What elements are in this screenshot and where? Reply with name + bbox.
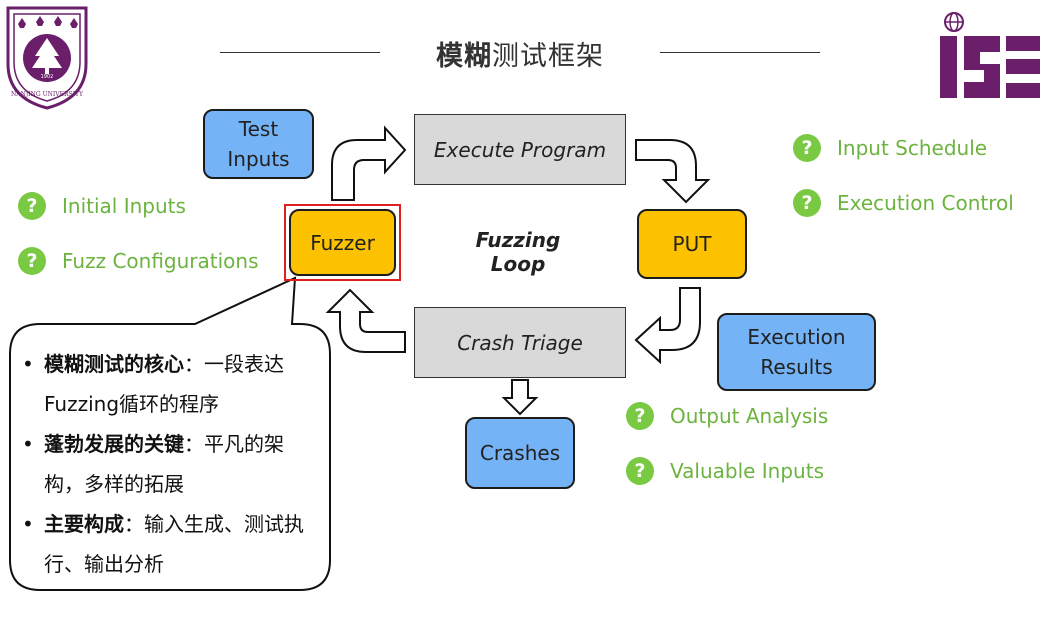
bubble-item-bold: 蓬勃发展的关键 (44, 432, 184, 456)
bullet-icon: • (22, 352, 34, 376)
crashes-box: Crashes (465, 417, 575, 489)
bubble-item: • 模糊测试的核心：一段表达Fuzzing循环的程序 (22, 344, 322, 424)
question-output-analysis: ? Output Analysis (626, 402, 828, 430)
bullet-icon: • (22, 432, 34, 456)
question-label: Input Schedule (837, 136, 988, 160)
bubble-item-text: ：平凡的架构，多样的拓展 (44, 432, 284, 496)
arrow-crash-to-crashes (501, 379, 539, 416)
put-label: PUT (672, 232, 712, 256)
execution-results-box: Execution Results (717, 313, 876, 391)
fuzzing-loop-label: Fuzzing Loop (475, 228, 561, 276)
crash-triage-label: Crash Triage (457, 330, 583, 355)
bullet-icon: • (22, 512, 34, 536)
question-icon: ? (793, 189, 821, 217)
question-label: Output Analysis (670, 404, 829, 428)
arrow-fuzzer-to-execute (331, 125, 407, 201)
bubble-item-bold: 模糊测试的核心 (44, 352, 184, 376)
bubble-item-text: ：输入生成、测试执行、输出分析 (44, 512, 304, 576)
execute-program-box: Execute Program (414, 114, 626, 185)
arrow-crash-to-fuzzer (325, 288, 406, 353)
title-rest: 测试框架 (492, 41, 604, 72)
execution-results-line2: Results (760, 355, 833, 379)
page-title: 模糊测试框架 (220, 30, 820, 74)
question-valuable-inputs: ? Valuable Inputs (626, 457, 824, 485)
title-rule-left (220, 52, 380, 53)
arrow-put-to-crash (634, 287, 701, 365)
execution-results-line1: Execution (747, 325, 846, 349)
title-bold: 模糊 (436, 41, 492, 72)
nju-logo: 1902 NANJING UNIVERSITY (2, 2, 92, 110)
question-icon: ? (18, 247, 46, 275)
bubble-item: • 主要构成：输入生成、测试执行、输出分析 (22, 504, 322, 584)
crash-triage-box: Crash Triage (414, 307, 626, 378)
fuzzer-highlight (284, 204, 401, 281)
test-inputs-line1: Test (238, 117, 279, 141)
svg-text:1902: 1902 (41, 74, 54, 80)
bubble-item-text: ：一段表达Fuzzing循环的程序 (44, 352, 284, 416)
test-inputs-box: Test Inputs (203, 109, 314, 179)
question-initial-inputs: ? Initial Inputs (18, 192, 186, 220)
question-execution-control: ? Execution Control (793, 189, 1014, 217)
question-label: Fuzz Configurations (62, 249, 259, 273)
crashes-label: Crashes (479, 441, 561, 465)
svg-text:NANJING UNIVERSITY: NANJING UNIVERSITY (11, 91, 84, 98)
test-inputs-line2: Inputs (227, 147, 290, 171)
bubble-item: • 蓬勃发展的关键：平凡的架构，多样的拓展 (22, 424, 322, 504)
ise-logo (934, 8, 1044, 102)
question-icon: ? (626, 457, 654, 485)
question-icon: ? (626, 402, 654, 430)
question-fuzz-configurations: ? Fuzz Configurations (18, 247, 259, 275)
bubble-item-bold: 主要构成 (44, 512, 124, 536)
question-input-schedule: ? Input Schedule (793, 134, 987, 162)
question-icon: ? (793, 134, 821, 162)
bubble-list: • 模糊测试的核心：一段表达Fuzzing循环的程序 • 蓬勃发展的关键：平凡的… (22, 344, 322, 584)
put-box: PUT (637, 209, 747, 279)
execute-program-label: Execute Program (433, 137, 607, 162)
question-label: Execution Control (837, 191, 1014, 215)
question-label: Valuable Inputs (670, 459, 824, 483)
question-icon: ? (18, 192, 46, 220)
fuzzer-box: Fuzzer (289, 209, 396, 276)
arrow-execute-to-put (635, 139, 711, 204)
speech-bubble (9, 276, 331, 591)
fuzzer-label: Fuzzer (310, 230, 375, 255)
title-rule-right (660, 52, 820, 53)
question-label: Initial Inputs (62, 194, 186, 218)
